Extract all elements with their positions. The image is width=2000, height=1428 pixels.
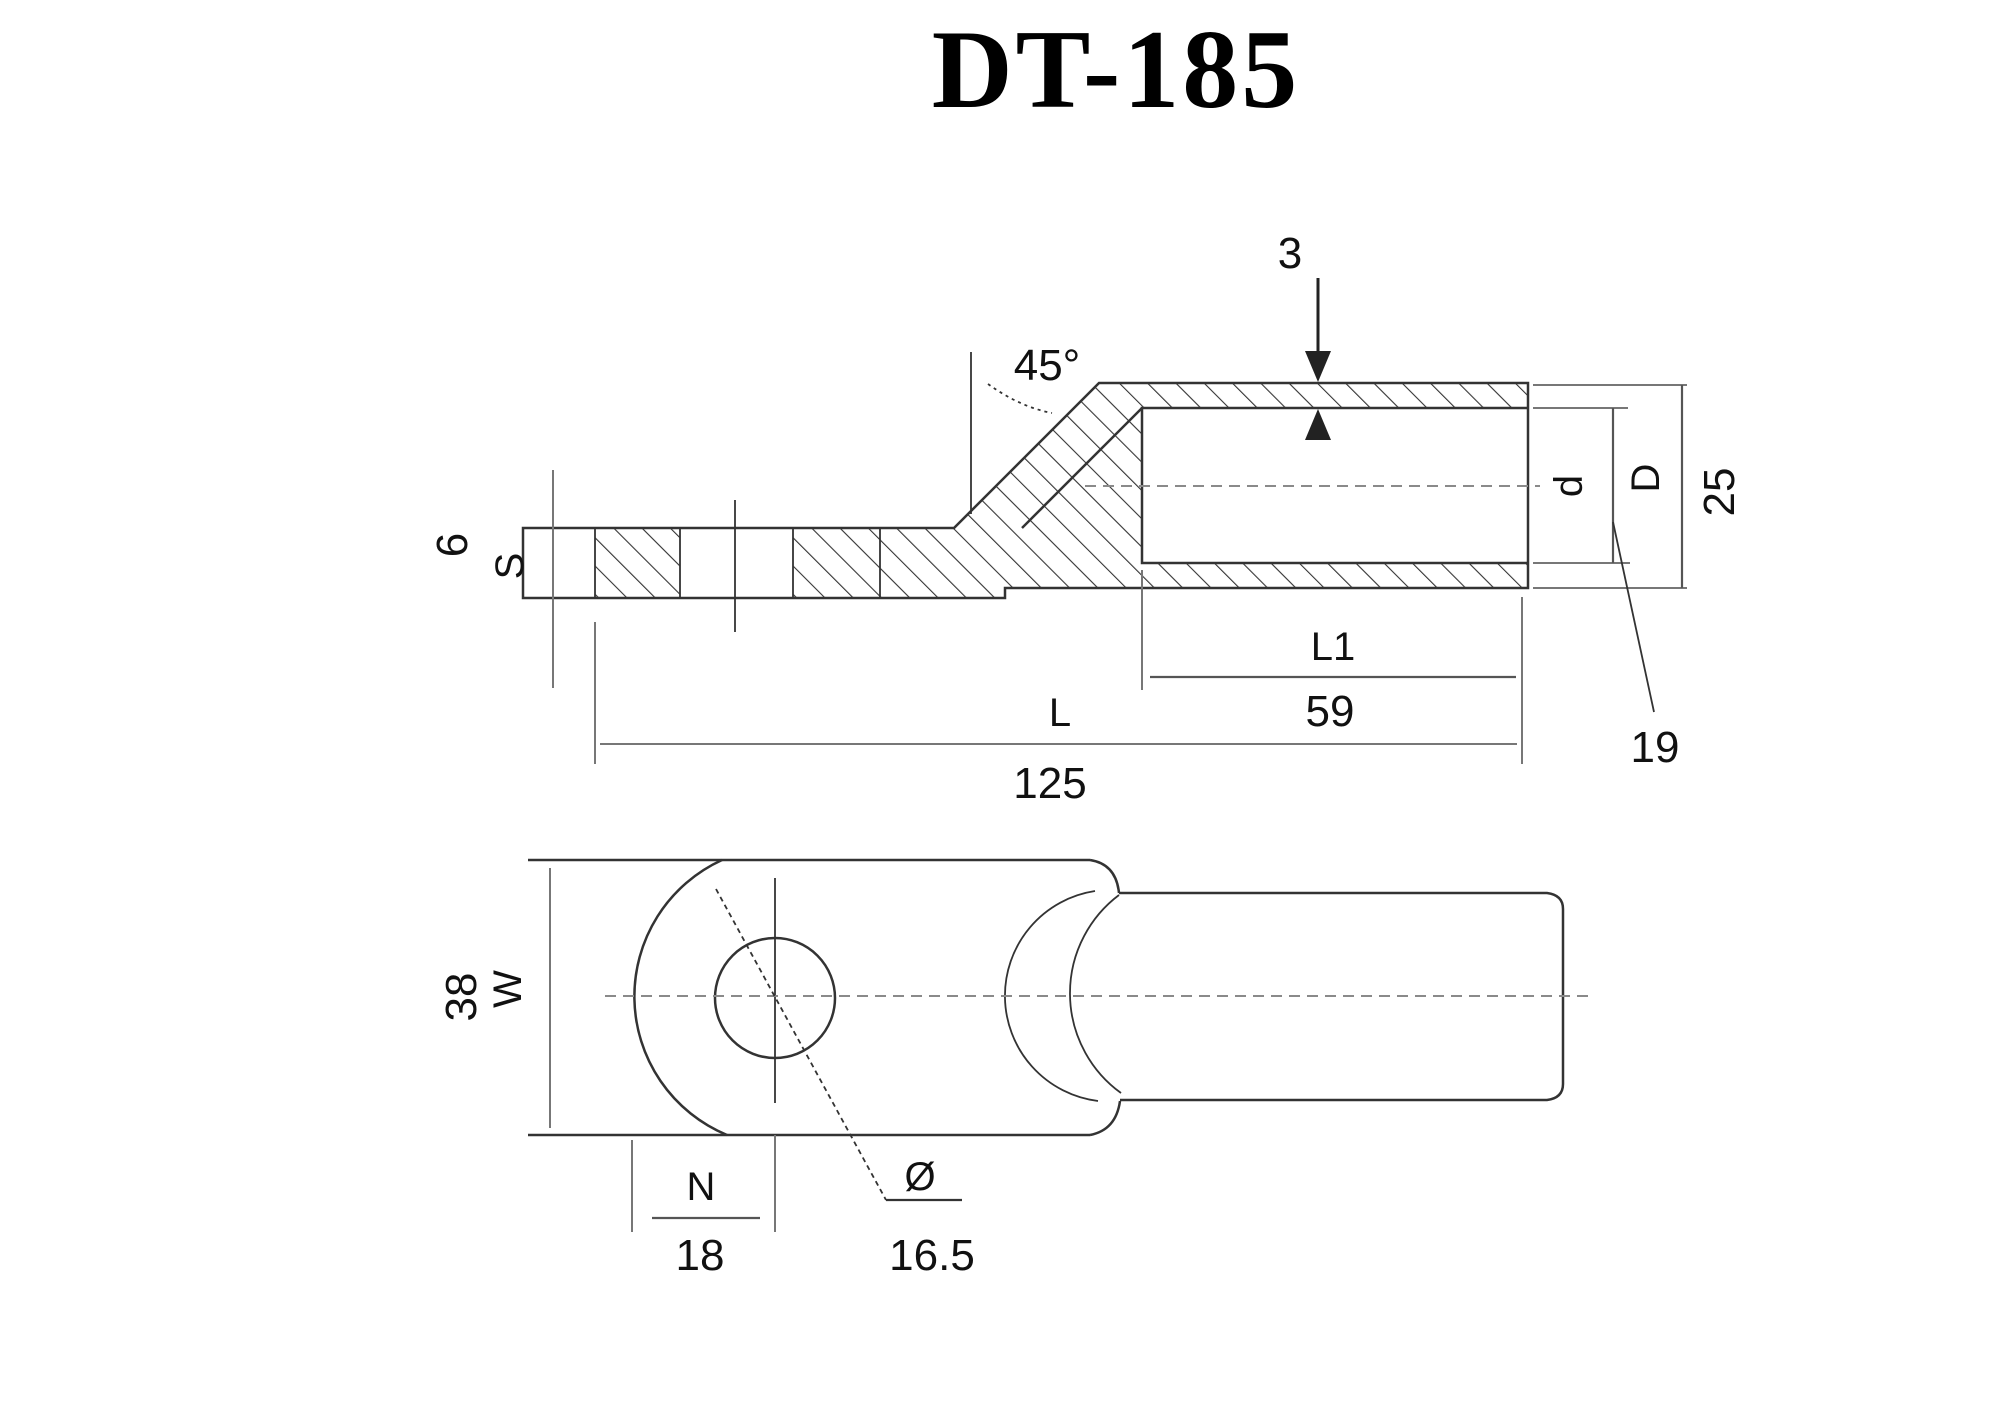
overall-length-dimension: L 125 xyxy=(594,622,1517,808)
hole-offset-value: 18 xyxy=(676,1231,725,1280)
palm-thickness-symbol: S xyxy=(488,553,532,580)
overall-length-value: 125 xyxy=(1013,759,1086,808)
barrel-diameter-value: 25 xyxy=(1695,468,1744,517)
chamfer-angle-label: 45° xyxy=(1014,341,1081,390)
bore-depth-symbol: L1 xyxy=(1311,625,1356,669)
barrel-diameter-symbol: D xyxy=(1624,464,1668,493)
bore-depth-dimension: L1 59 xyxy=(1141,570,1523,764)
bore-diameter-value: 19 xyxy=(1631,723,1680,772)
hole-diameter-symbol: Ø xyxy=(904,1155,935,1199)
wall-thickness-value: 3 xyxy=(1278,229,1302,278)
arrow-up-icon xyxy=(1305,409,1331,440)
hole-diameter-leader-line xyxy=(715,888,887,1201)
palm-width-dimension: 38 W xyxy=(437,868,551,1128)
palm-width-value: 38 xyxy=(437,973,486,1022)
overall-length-symbol: L xyxy=(1049,691,1071,735)
wall-thickness-dimension: 3 xyxy=(1278,229,1331,440)
hole-offset-symbol: N xyxy=(687,1165,716,1209)
arrow-down-icon xyxy=(1305,351,1331,382)
side-view-drawing: 3 45° 6 S xyxy=(428,229,1744,808)
chamfer-angle-dimension: 45° xyxy=(970,341,1081,514)
top-view-drawing: 38 W N 18 Ø 16.5 xyxy=(437,858,1588,1280)
hole-offset-dimension: N 18 xyxy=(631,1135,776,1280)
bore-diameter-symbol: d xyxy=(1547,475,1591,497)
diameter-dimensions: d D 25 19 xyxy=(1533,384,1744,772)
palm-outline xyxy=(528,858,1122,1137)
inner-chamfer-edge xyxy=(1021,407,1143,529)
drawing-title: DT-185 xyxy=(931,8,1301,132)
palm-width-symbol: W xyxy=(486,970,530,1008)
lug-outer-profile xyxy=(521,381,1530,600)
section-hatching xyxy=(595,383,1528,598)
hole-diameter-value: 16.5 xyxy=(889,1231,975,1280)
bore-depth-value: 59 xyxy=(1306,687,1355,736)
palm-thickness-dimension: 6 S xyxy=(428,470,554,688)
palm-hole-edges xyxy=(594,528,881,598)
barrel-mouth-crescent xyxy=(1004,890,1122,1102)
palm-thickness-value: 6 xyxy=(428,533,477,557)
hole-diameter-dimension: Ø 16.5 xyxy=(715,888,975,1280)
bore-diameter-leader-line xyxy=(1612,521,1655,713)
